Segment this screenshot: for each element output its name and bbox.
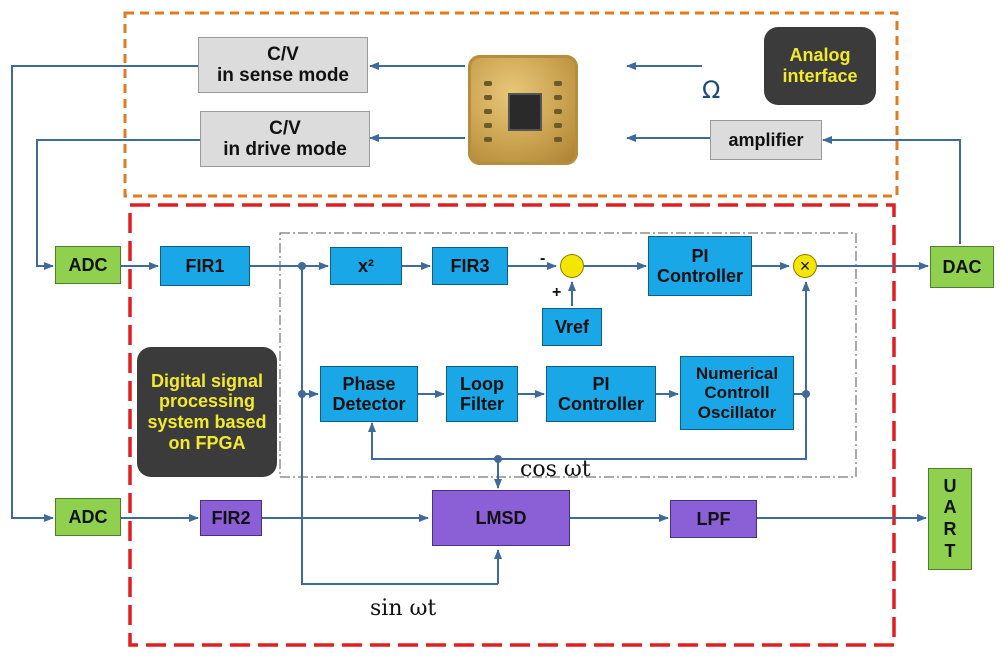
lpf-block: LPF bbox=[670, 500, 757, 538]
adc-top-block: ADC bbox=[55, 246, 121, 284]
nco-block: Numerical Controll Oscillator bbox=[680, 356, 794, 430]
vref-block: Vref bbox=[542, 308, 602, 346]
adc-bottom-block: ADC bbox=[55, 498, 121, 536]
junction-nco-out bbox=[802, 390, 810, 398]
wire-cv-drive-to-top-adc bbox=[36, 139, 200, 270]
lmsd-block: LMSD bbox=[432, 490, 570, 546]
wire-cv-sense-to-bottom-adc bbox=[11, 65, 198, 522]
dac-block: DAC bbox=[930, 246, 994, 288]
wire-dac-to-amplifier bbox=[822, 136, 961, 244]
fir3-block: FIR3 bbox=[432, 247, 508, 285]
cv-sense-block: C/V in sense mode bbox=[198, 37, 368, 93]
mems-gyroscope-chip bbox=[468, 55, 578, 165]
cv-drive-block: C/V in drive mode bbox=[200, 111, 370, 167]
fir2-block: FIR2 bbox=[200, 500, 262, 536]
wire-cos-feedback bbox=[368, 394, 807, 460]
amplifier-block: amplifier bbox=[710, 120, 822, 160]
summing-junction bbox=[560, 254, 584, 278]
uart-block: U A R T bbox=[928, 468, 972, 570]
square-block: x² bbox=[330, 247, 402, 285]
loop-filter-block: Loop Filter bbox=[446, 366, 518, 422]
fir1-block: FIR1 bbox=[160, 246, 250, 286]
plus-sign: + bbox=[552, 284, 562, 301]
junction-pd-tap bbox=[298, 390, 306, 398]
analog-interface-callout: Analog interface bbox=[764, 27, 876, 105]
phase-detector-block: Phase Detector bbox=[320, 366, 418, 422]
sin-omega-t-label: sin ωt bbox=[370, 596, 437, 621]
junction-fir1-tap bbox=[298, 262, 306, 270]
junction-cos-tap bbox=[494, 455, 502, 463]
multiplier-icon: × bbox=[793, 254, 817, 278]
cos-omega-t-label: cos ωt bbox=[520, 457, 591, 482]
minus-sign: - bbox=[540, 250, 546, 267]
analog-interface-region bbox=[123, 11, 899, 198]
wire-tap-down bbox=[301, 266, 498, 585]
angular-rate-input-label: Ω bbox=[702, 76, 721, 104]
pi-controller-bottom-block: PI Controller bbox=[546, 366, 656, 422]
pi-controller-top-block: PI Controller bbox=[648, 236, 752, 296]
digital-processing-callout: Digital signal processing system based o… bbox=[137, 347, 277, 477]
fpga-region bbox=[128, 203, 896, 647]
drive-loop-region bbox=[279, 232, 857, 478]
